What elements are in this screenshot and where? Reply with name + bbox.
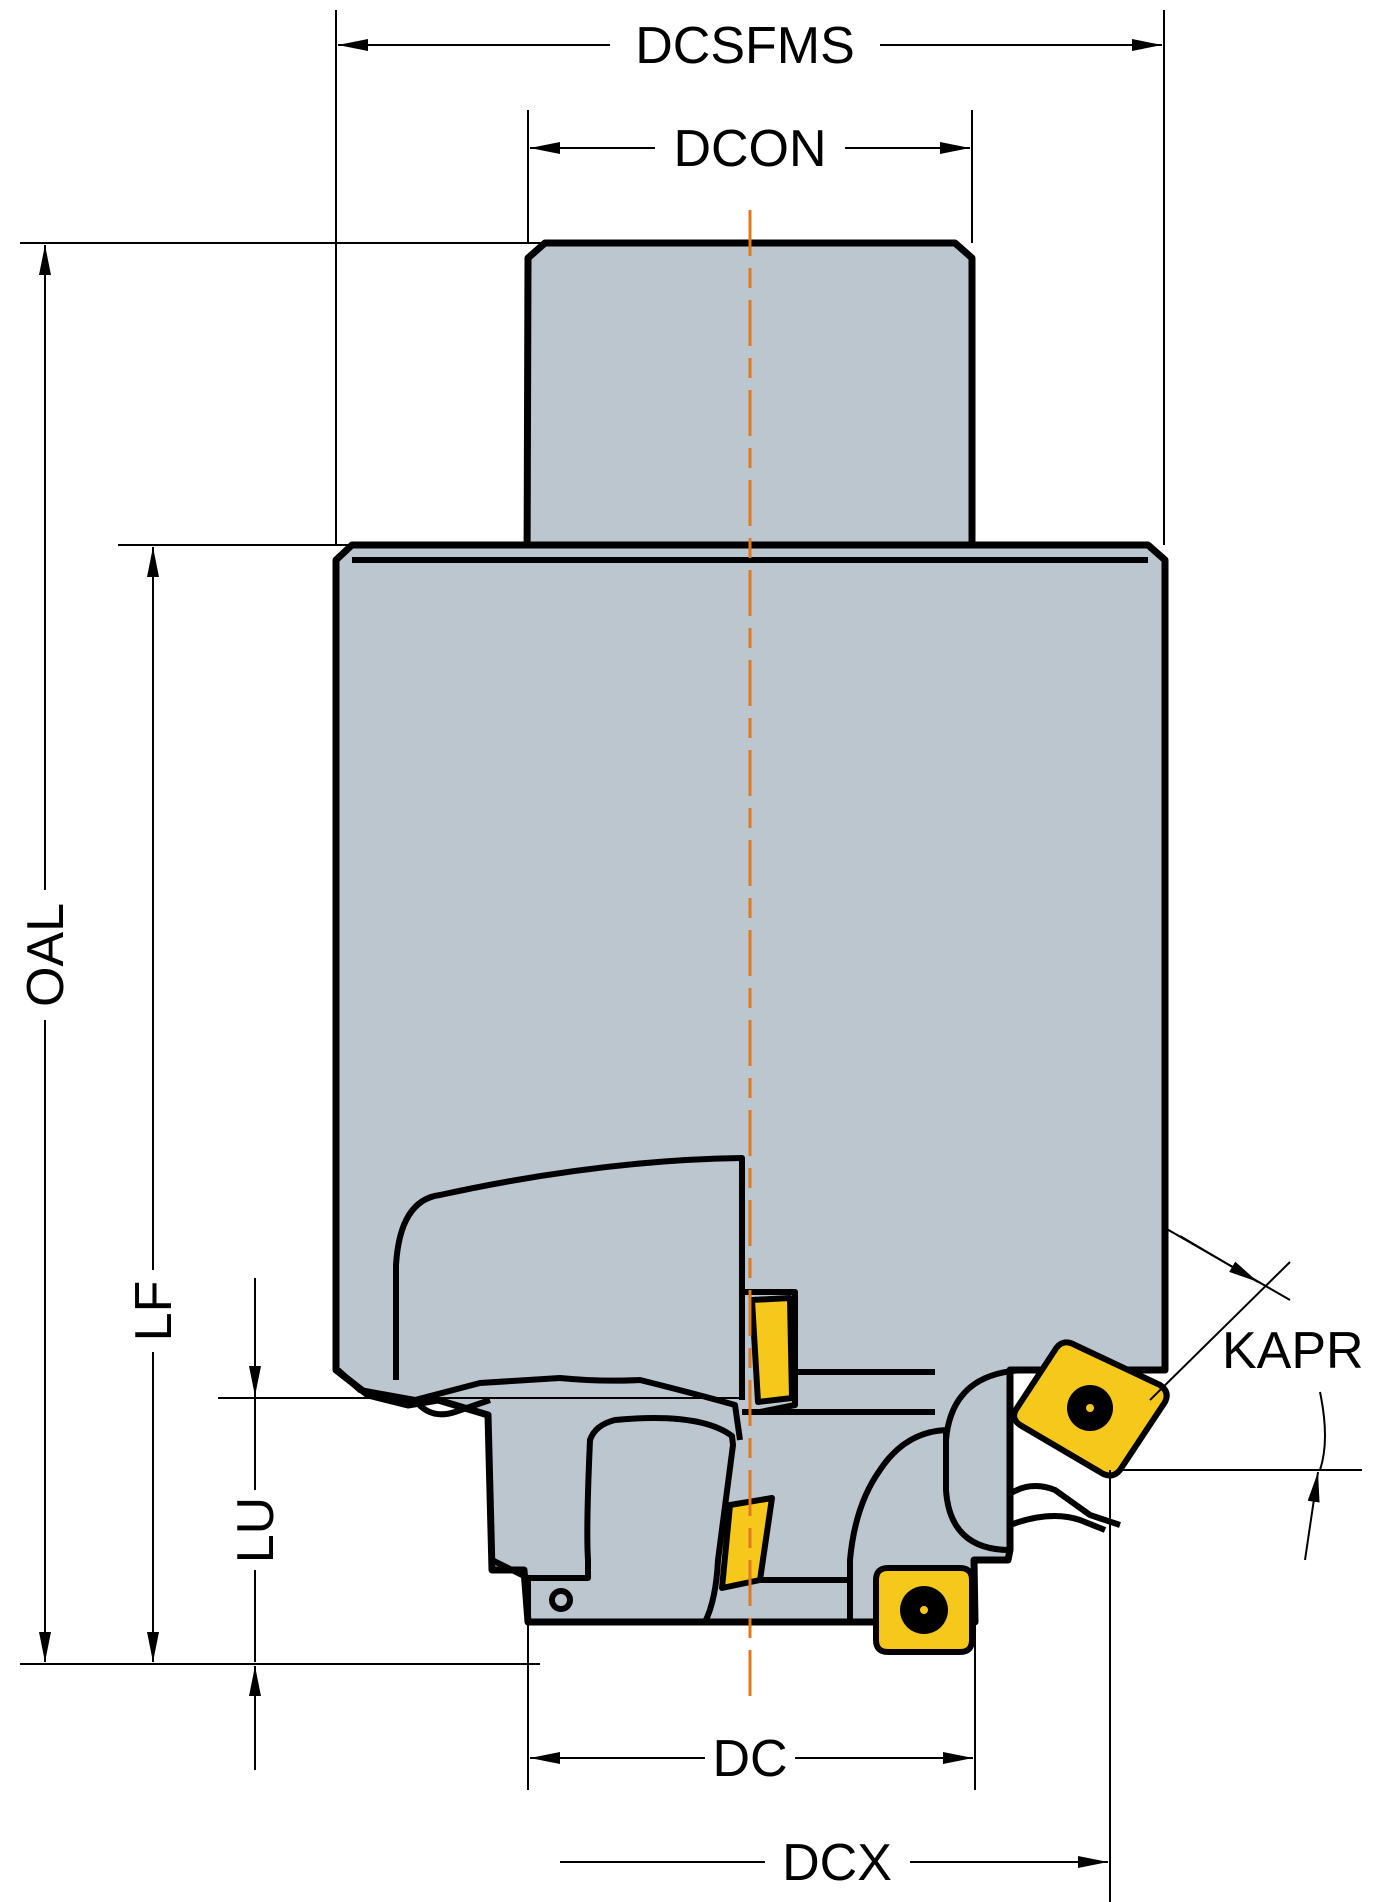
label-backgrounds [15, 15, 908, 1892]
extension-lines [20, 10, 1362, 1902]
insert-bottom-right [873, 1565, 975, 1655]
inserts [719, 1295, 1170, 1655]
lower-left-pocket [525, 1415, 736, 1624]
dcon-label: DCON [673, 120, 826, 178]
insert-center-upper [749, 1295, 795, 1405]
dc-label: DC [712, 1730, 787, 1788]
dimension-lines [39, 39, 1326, 1868]
insert-center-lower [719, 1495, 775, 1591]
dcsfms-label: DCSFMS [635, 17, 855, 75]
left-flute [393, 1155, 745, 1400]
right-lip [1006, 1483, 1121, 1528]
kapr-arrow-upper [1179, 1235, 1259, 1283]
lu-label: LU [227, 1497, 285, 1563]
kapr-arc [1319, 1391, 1326, 1471]
dcx-label: DCX [782, 1834, 892, 1892]
dimension-labels: DCSFMS DCON OAL LF LU DC DCX KAPR [17, 17, 1364, 1892]
left-flute-lower [335, 1367, 743, 1441]
lower-left-rim [490, 1557, 530, 1581]
mid-seat [742, 1289, 798, 1415]
kapr-leader [1149, 1261, 1291, 1401]
chip-notch [412, 1397, 491, 1418]
kapr-label: KAPR [1222, 1322, 1364, 1380]
kapr-arrow-lower [1304, 1471, 1320, 1561]
right-lip-2 [1008, 1513, 1107, 1533]
lf-label: LF [125, 1281, 183, 1342]
oal-label: OAL [17, 903, 75, 1007]
insert-right-corner [1011, 1339, 1170, 1479]
screw-hole [549, 1588, 573, 1612]
right-pocket-lower [847, 1427, 949, 1622]
